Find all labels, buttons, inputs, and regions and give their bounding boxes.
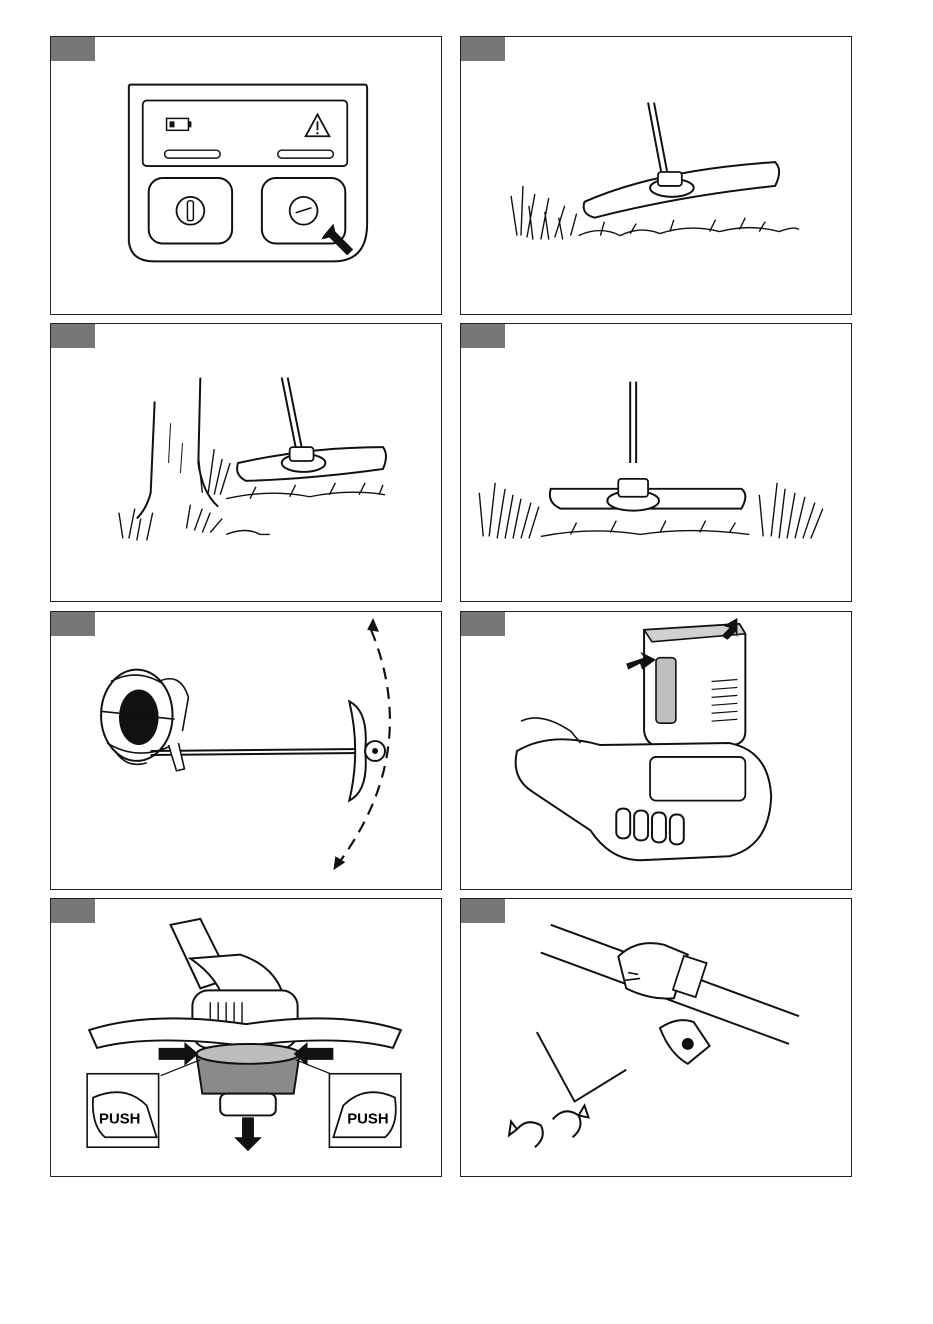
rotate-arrow-icon xyxy=(553,1106,589,1138)
figure-panel-4 xyxy=(460,323,852,602)
figure-panel-3 xyxy=(50,323,442,602)
operator-sweep-illustration xyxy=(51,612,441,889)
hex-key xyxy=(537,1032,626,1101)
trimmer-tilted-illustration xyxy=(461,37,851,314)
control-panel-illustration xyxy=(51,37,441,314)
trimmer-level-illustration xyxy=(461,324,851,601)
handle-adjustment-illustration xyxy=(461,899,851,1176)
figure-panel-7: PUSH PUSH xyxy=(50,898,442,1177)
figure-panel-5 xyxy=(50,611,442,890)
battery-removal-illustration xyxy=(461,612,851,889)
push-label-right: PUSH xyxy=(347,1111,388,1127)
arrow-up-icon xyxy=(367,618,379,632)
push-label-left: PUSH xyxy=(99,1111,140,1127)
rotate-arrow-icon xyxy=(509,1121,543,1147)
press-arrow-left xyxy=(159,1042,199,1066)
tree-trimming-illustration xyxy=(51,324,441,601)
pull-down-arrow-icon xyxy=(234,1117,262,1151)
arrow-down-icon xyxy=(333,856,345,870)
press-arrow-right xyxy=(294,1042,334,1066)
figure-panel-2 xyxy=(460,36,852,315)
figure-panel-6 xyxy=(460,611,852,890)
figure-panel-8 xyxy=(460,898,852,1177)
figure-panel-1 xyxy=(50,36,442,315)
spool-removal-illustration: PUSH PUSH xyxy=(51,899,441,1176)
